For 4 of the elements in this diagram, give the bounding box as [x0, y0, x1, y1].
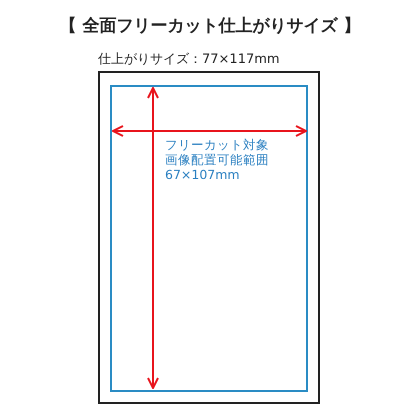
diagram-title: 【 全面フリーカット仕上がりサイズ 】 — [58, 15, 362, 37]
size-label: 仕上がりサイズ：77×117mm — [98, 51, 280, 68]
dimension-label: 67×107mm — [165, 167, 241, 182]
area-label: フリーカット対象画像配置可能範囲 — [165, 137, 270, 167]
